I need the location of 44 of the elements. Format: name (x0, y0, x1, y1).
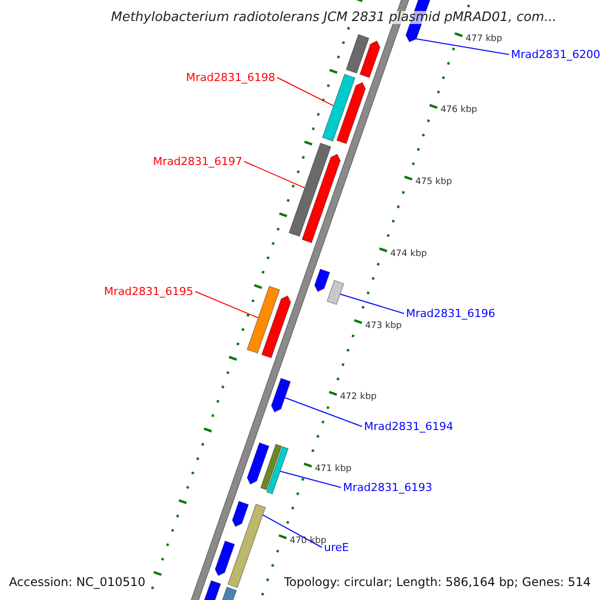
leader-line (262, 514, 322, 548)
leader-line (284, 397, 362, 427)
gene-block (288, 142, 332, 237)
scale-label: 471 kbp (314, 465, 352, 474)
gene-label: Mrad2831_6193 (343, 482, 432, 493)
leader-line (416, 38, 510, 55)
scale-label: 474 kbp (390, 250, 427, 259)
gene-block (302, 154, 341, 244)
gene-label: Mrad2831_6197 (153, 156, 242, 167)
gene-label: Mrad2831_6195 (104, 286, 194, 297)
gene-block (346, 34, 370, 74)
gene-block (322, 74, 356, 142)
gene-block (359, 40, 380, 78)
gene-label: Mrad2831_6200 (511, 49, 600, 60)
gene-block (326, 280, 344, 305)
gene-block (246, 442, 270, 485)
scale-label: 473 kbp (365, 322, 402, 331)
gene-block (260, 444, 282, 490)
scale-label: 470 kbp (290, 536, 326, 546)
summary-note: Topology: circular; Length: 586,164 bp; Genes: 514 (284, 576, 591, 588)
scale-label: 472 kbp (340, 393, 377, 402)
gene-block (261, 295, 292, 358)
gene-label: Mrad2831_6196 (406, 308, 496, 319)
gene-label: ureE (324, 542, 349, 553)
scale-label: 477 kbp (466, 34, 502, 44)
title: Methylobacterium radiotolerans JCM 2831 plasmid pMRAD01, com... (111, 11, 557, 24)
gene-label: Mrad2831_6194 (364, 421, 454, 432)
gene-block (336, 82, 366, 144)
gene-block (266, 446, 289, 494)
accession-note: Accession: NC_010510 (9, 576, 146, 588)
leader-line (340, 294, 404, 314)
leader-line (244, 161, 306, 188)
gene-label: Mrad2831_6198 (186, 72, 276, 83)
gene-block (314, 268, 330, 292)
gene-block (232, 500, 249, 528)
leader-line (194, 291, 259, 318)
gene-block (214, 540, 236, 576)
gene-block (270, 378, 291, 413)
gene-block (227, 504, 266, 588)
scale-label: 476 kbp (440, 106, 478, 116)
leader-line (280, 470, 342, 488)
leader-line (276, 77, 334, 106)
gene-block (246, 286, 280, 354)
scale-label: 475 kbp (415, 178, 452, 188)
